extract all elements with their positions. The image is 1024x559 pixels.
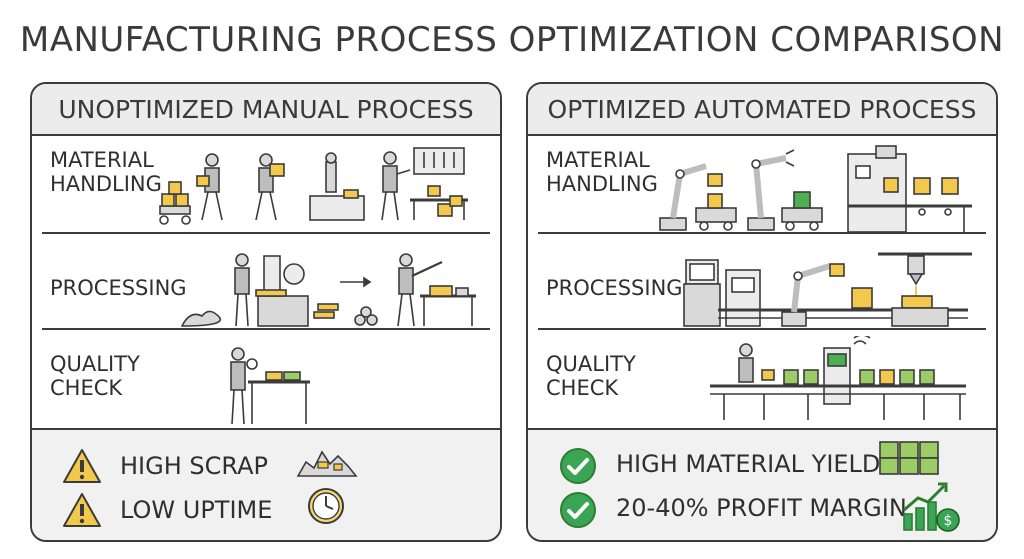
right-row-label-processing: PROCESSING	[546, 276, 683, 300]
profit-growth-chart-icon: $	[900, 480, 962, 534]
unoptimized-outcomes: HIGH SCRAP LOW UPTIME	[32, 428, 500, 540]
outcome-profit-margin: 20-40% PROFIT MARGIN	[558, 490, 907, 530]
vision-inspection-conveyor-icon	[710, 336, 966, 420]
left-row-label-quality-check: QUALITY CHECK	[50, 352, 140, 400]
outcome-label: HIGH SCRAP	[120, 452, 268, 480]
check-circle-icon	[560, 448, 596, 484]
cnc-line-icon	[683, 252, 972, 327]
outcome-label: HIGH MATERIAL YIELD	[616, 450, 881, 478]
outcome-label: LOW UPTIME	[120, 496, 273, 524]
workers-carrying-boxes-icon	[159, 147, 468, 225]
row-divider	[42, 328, 490, 330]
unoptimized-panel: UNOPTIMIZED MANUAL PROCESS MATERIAL HAND…	[30, 82, 502, 542]
optimized-outcomes: HIGH MATERIAL YIELD 20-40% PROFIT MARGIN	[528, 428, 996, 540]
outcome-label: 20-40% PROFIT MARGIN	[616, 494, 907, 522]
scrap-pile-icon	[294, 442, 360, 480]
left-row-label-material-handling: MATERIAL HANDLING	[50, 148, 162, 196]
page-title: MANUFACTURING PROCESS OPTIMIZATION COMPA…	[19, 20, 1005, 60]
outcome-high-material-yield: HIGH MATERIAL YIELD	[558, 446, 880, 486]
clock-icon	[306, 486, 346, 526]
inspector-magnifier-icon	[230, 347, 310, 425]
svg-text:$: $	[944, 513, 953, 529]
warning-icon	[63, 449, 101, 483]
right-row-label-quality-check: QUALITY CHECK	[546, 352, 636, 400]
automated-quality-check-illustration	[704, 336, 974, 426]
row-divider	[538, 232, 986, 234]
row-divider	[538, 328, 986, 330]
check-circle-icon	[560, 492, 596, 528]
stacked-boxes-icon	[878, 440, 940, 476]
optimized-panel-header: OPTIMIZED AUTOMATED PROCESS	[528, 84, 996, 136]
optimized-panel: OPTIMIZED AUTOMATED PROCESS MATERIAL HAN…	[526, 82, 998, 542]
lathe-and-cutting-icon	[180, 253, 476, 327]
outcome-high-scrap: HIGH SCRAP	[62, 448, 268, 484]
unoptimized-panel-header: UNOPTIMIZED MANUAL PROCESS	[32, 84, 500, 136]
manual-processing-illustration	[180, 246, 480, 330]
automated-processing-illustration	[682, 248, 982, 330]
outcome-low-uptime: LOW UPTIME	[62, 492, 272, 528]
left-row-label-processing: PROCESSING	[50, 276, 187, 300]
right-row-label-material-handling: MATERIAL HANDLING	[546, 148, 658, 196]
manual-quality-check-illustration	[220, 342, 320, 426]
row-divider	[42, 232, 490, 234]
warning-icon	[63, 493, 101, 527]
robotic-arms-and-agv-icon	[659, 145, 972, 233]
automated-material-handling-illustration	[652, 144, 978, 236]
manual-material-handling-illustration	[152, 146, 472, 236]
